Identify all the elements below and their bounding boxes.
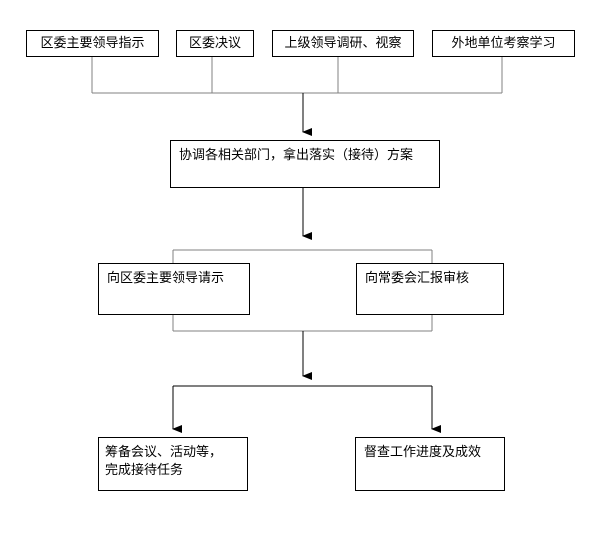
source-label-leader-instruction: 区委主要领导指示	[40, 35, 145, 51]
coordinate-plan-label: 协调各相关部门，拿出落实（接待）方案	[179, 148, 414, 163]
approval-label-district-leader: 向区委主要领导请示	[107, 271, 225, 286]
outcome-box-prepare: 筹备会议、活动等， 完成接待任务	[98, 437, 248, 491]
source-box-leader-instruction: 区委主要领导指示	[26, 30, 159, 57]
source-label-committee-resolution: 区委决议	[188, 35, 241, 51]
coordinate-plan-box: 协调各相关部门，拿出落实（接待）方案	[170, 140, 440, 188]
outcome-prepare-line1: 筹备会议、活动等，	[105, 445, 223, 460]
source-label-external-study: 外地单位考察学习	[451, 35, 556, 51]
approval-label-standing-committee: 向常委会汇报审核	[365, 271, 470, 286]
source-box-external-study: 外地单位考察学习	[432, 30, 575, 57]
source-label-superior-inspection: 上级领导调研、视察	[284, 35, 402, 51]
outcome-prepare-line2: 完成接待任务	[105, 463, 184, 478]
approval-box-standing-committee: 向常委会汇报审核	[356, 263, 504, 315]
approval-box-district-leader: 向区委主要领导请示	[98, 263, 250, 315]
source-box-committee-resolution: 区委决议	[176, 30, 254, 57]
source-box-superior-inspection: 上级领导调研、视察	[272, 30, 414, 57]
outcome-supervise-label: 督查工作进度及成效	[364, 445, 482, 460]
outcome-box-supervise: 督查工作进度及成效	[355, 437, 505, 491]
